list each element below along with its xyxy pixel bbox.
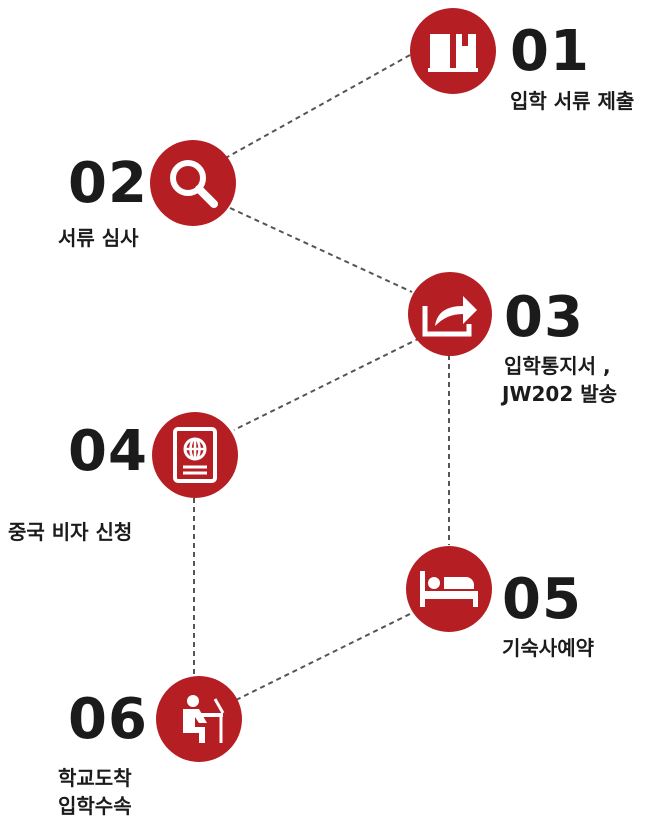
book-icon bbox=[428, 34, 478, 72]
connector-05-06 bbox=[235, 609, 419, 701]
step-02-circle bbox=[150, 140, 236, 226]
step-01-number: 01 bbox=[510, 19, 590, 84]
share-arrow-icon bbox=[422, 296, 477, 337]
step-01-circle bbox=[410, 8, 496, 94]
step-03-label-line2: JW202 발송 bbox=[502, 382, 618, 406]
passport-icon bbox=[173, 427, 217, 483]
connector-02-03 bbox=[229, 207, 413, 293]
step-02-label: 서류 심사 bbox=[58, 226, 139, 250]
student-desk-icon bbox=[183, 695, 225, 743]
step-01-label: 입학 서류 제출 bbox=[510, 89, 635, 113]
step-03-circle bbox=[408, 272, 492, 356]
step-05-label: 기숙사예약 bbox=[502, 636, 594, 660]
step-05-number: 05 bbox=[502, 567, 582, 632]
bed-icon bbox=[420, 571, 478, 607]
magnifier-icon bbox=[170, 160, 218, 208]
step-02-number: 02 bbox=[68, 151, 148, 216]
step-06-label-line1: 학교도착 bbox=[58, 766, 132, 790]
step-06-circle bbox=[156, 676, 242, 762]
step-04-label: 중국 비자 신청 bbox=[8, 520, 133, 544]
connector-03-04 bbox=[233, 337, 421, 431]
step-06-number: 06 bbox=[68, 687, 148, 752]
step-03-number: 03 bbox=[504, 285, 584, 350]
step-04-circle bbox=[152, 412, 238, 498]
step-06-label-line2: 입학수속 bbox=[58, 794, 132, 818]
step-05-circle bbox=[406, 546, 492, 632]
connector-01-02 bbox=[221, 54, 411, 161]
step-03-label-line1: 입학통지서 , bbox=[504, 354, 611, 378]
step-04-number: 04 bbox=[68, 419, 148, 484]
